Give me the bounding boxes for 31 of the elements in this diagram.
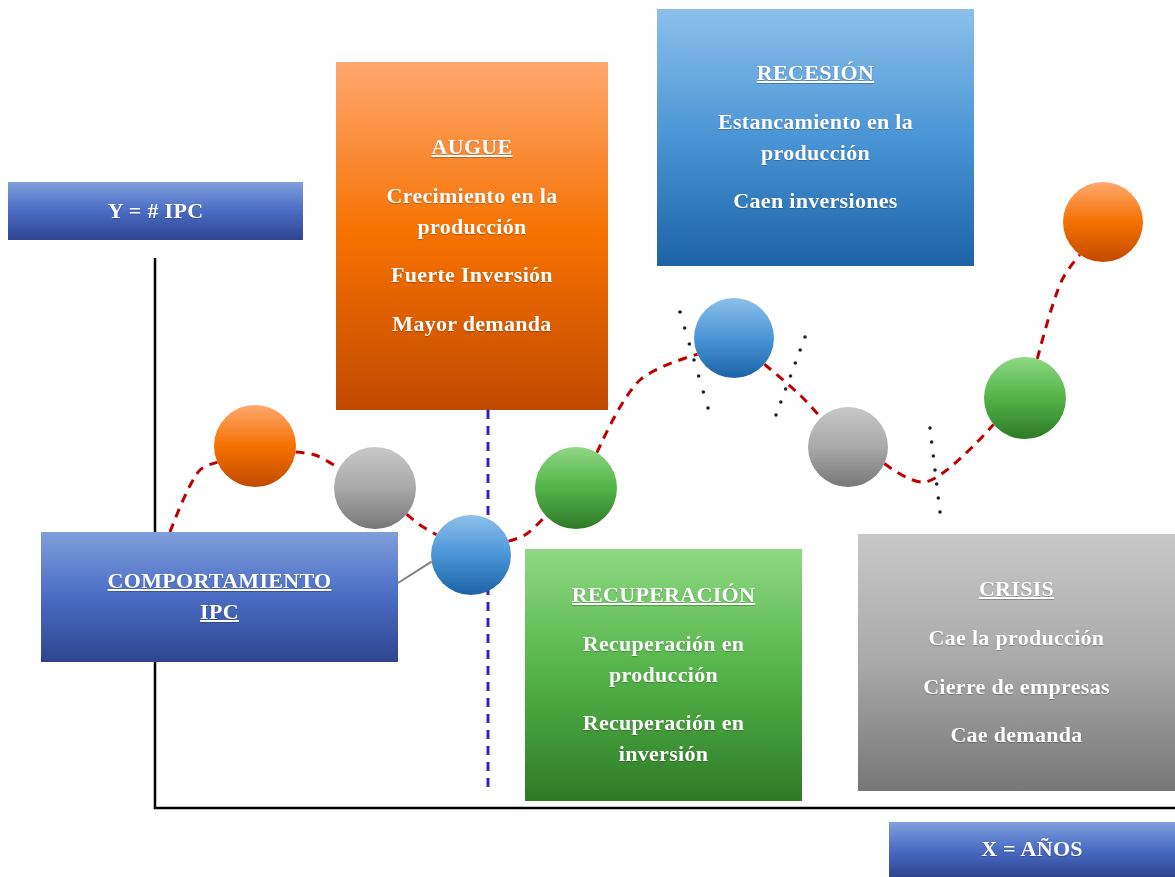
- phase-box: [336, 62, 608, 410]
- description: Mayor demanda: [392, 310, 552, 339]
- label: COMPORTAMIENTO IPC: [106, 567, 333, 626]
- description: Recuperación en inversión: [581, 709, 746, 769]
- dashed-line: [405, 512, 438, 537]
- phase-circle: [334, 447, 416, 529]
- label: Y = # IPC: [107, 196, 204, 225]
- title-box: [41, 532, 398, 662]
- description: Cierre de empresas: [923, 672, 1110, 701]
- description: Caen inversiones: [733, 187, 898, 216]
- axis-label-box: [889, 822, 1175, 877]
- dashed-line: [1035, 253, 1082, 360]
- description: Recuperación en producción: [581, 629, 746, 689]
- phase-box: [657, 9, 974, 266]
- description: Fuerte Inversión: [391, 261, 553, 290]
- connector-line: [397, 560, 433, 584]
- description: Cae la producción: [928, 623, 1105, 652]
- dashed-line: [595, 352, 698, 454]
- heading: RECESIÓN: [756, 58, 875, 87]
- phase-box: [858, 534, 1175, 791]
- heading: CRISIS: [978, 574, 1055, 603]
- description: Crecimiento en la producción: [385, 181, 559, 241]
- dashed-line: [883, 423, 995, 484]
- label: X = AÑOS: [981, 835, 1083, 864]
- description: Cae demanda: [950, 721, 1083, 750]
- axis-label-box: [8, 182, 303, 240]
- heading: AUGUE: [431, 133, 513, 161]
- heading: RECUPERACIÓN: [571, 581, 756, 609]
- dashed-line: [168, 460, 218, 533]
- phase-box: [525, 549, 802, 801]
- description: Estancamiento en la producción: [716, 107, 915, 167]
